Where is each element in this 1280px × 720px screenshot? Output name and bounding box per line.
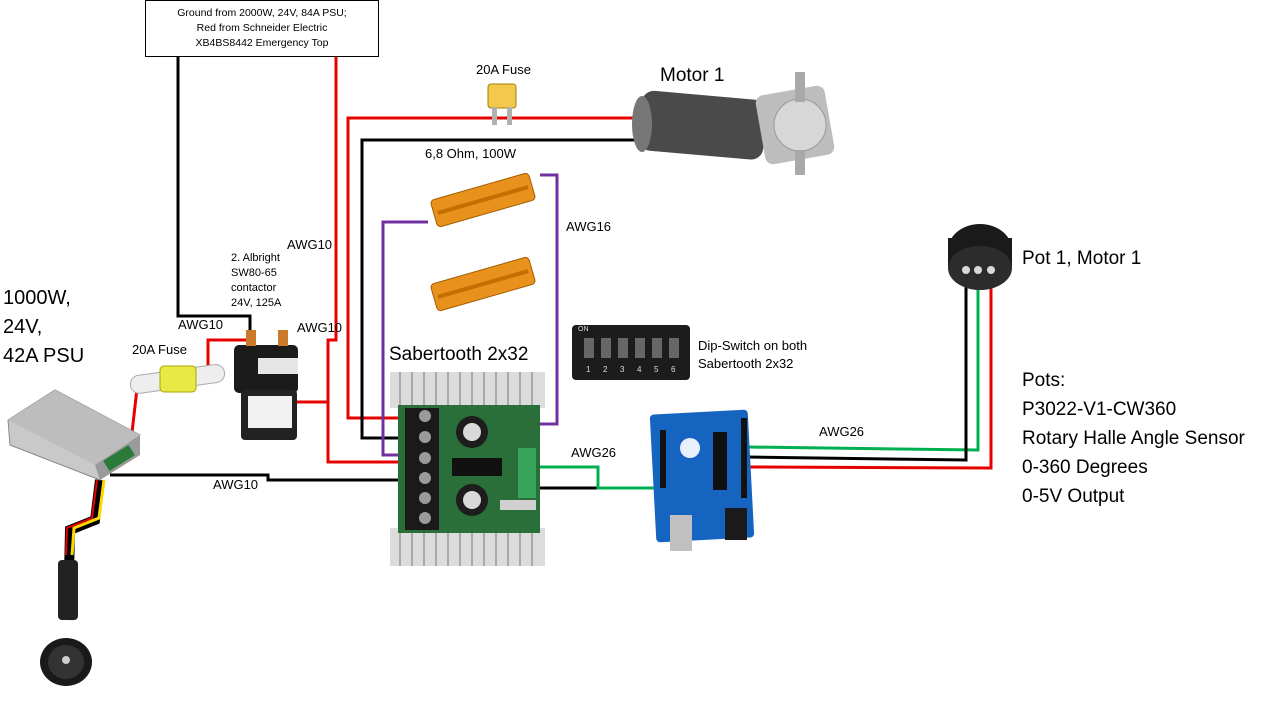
dip-line-2: Sabertooth 2x32 <box>698 356 794 371</box>
wire-purple-left <box>381 220 428 457</box>
psu-label: 1000W, 24V, 42A PSU <box>3 284 84 371</box>
wire-green-pot <box>747 272 980 452</box>
dip-num-2: 2 <box>603 365 608 374</box>
wire-black-pot <box>747 272 968 462</box>
contactor-line-1: 2. Albright <box>231 252 280 264</box>
psu-line-1: 1000W, <box>3 287 71 309</box>
wire-red-estop <box>326 57 405 464</box>
motor <box>632 72 835 175</box>
awg10-left-label: AWG10 <box>178 317 224 332</box>
contactor-label: 2. Albright SW80-65 contactor 24V, 125A <box>231 251 281 311</box>
dip-switch <box>572 325 690 380</box>
wire-black-psu <box>110 473 405 482</box>
awg26-right-label: AWG26 <box>819 424 865 439</box>
wire-red-pot <box>747 272 993 470</box>
awg10-right-label: AWG10 <box>297 320 343 335</box>
dip-num-3: 3 <box>620 365 625 374</box>
resistor-label: 6,8 Ohm, 100W <box>425 146 517 161</box>
awg10-contactor-top-label: AWG10 <box>287 237 333 252</box>
contactor <box>234 330 298 440</box>
note-box: Ground from 2000W, 24V, 84A PSU; Red fro… <box>145 0 379 57</box>
dip-num-1: 1 <box>586 365 591 374</box>
fuse-top-label: 20A Fuse <box>476 62 531 77</box>
sabertooth-board <box>390 372 545 566</box>
psu-line-3: 42A PSU <box>3 345 85 367</box>
contactor-line-4: 24V, 125A <box>231 297 282 309</box>
pots-line-3: Rotary Halle Angle Sensor <box>1022 428 1245 449</box>
fuse-left-label: 20A Fuse <box>132 342 187 357</box>
awg16-label: AWG16 <box>566 219 612 234</box>
awg10-bottom-label: AWG10 <box>213 477 259 492</box>
dip-switch-label: Dip-Switch on both Sabertooth 2x32 <box>698 337 807 373</box>
fuse-left <box>129 364 226 394</box>
pots-line-1: Pots: <box>1022 370 1066 391</box>
fuse-top <box>487 83 517 125</box>
sabertooth-label: Sabertooth 2x32 <box>389 344 529 365</box>
contactor-line-2: SW80-65 <box>231 267 277 279</box>
wire-green-arduino <box>535 465 655 490</box>
psu-line-2: 24V, <box>3 316 43 338</box>
pots-line-5: 0-5V Output <box>1022 486 1125 507</box>
dip-num-4: 4 <box>637 365 642 374</box>
pots-line-2: P3022-V1-CW360 <box>1022 399 1177 420</box>
contactor-line-3: contactor <box>231 282 277 294</box>
arduino-uno <box>649 409 755 551</box>
dip-on-label: ON <box>578 326 589 333</box>
note-line-1: Ground from 2000W, 24V, 84A PSU; <box>177 7 347 19</box>
dip-num-5: 5 <box>654 365 659 374</box>
mains-plug <box>40 560 92 686</box>
dip-line-1: Dip-Switch on both <box>698 338 808 353</box>
motor-label: Motor 1 <box>660 65 725 86</box>
pot-sensor <box>948 224 1012 290</box>
awg26-left-label: AWG26 <box>571 445 617 460</box>
dip-numbers: 1 2 3 4 5 6 <box>586 365 688 374</box>
resistor-top <box>430 172 536 228</box>
pot-label: Pot 1, Motor 1 <box>1022 248 1142 269</box>
note-line-2: Red from Schneider Electric <box>196 22 328 34</box>
psu-unit <box>7 389 141 481</box>
note-line-3: XB4BS8442 Emergency Top <box>195 37 329 49</box>
dip-num-6: 6 <box>671 365 676 374</box>
resistor-bottom <box>430 256 536 312</box>
pots-info: Pots: P3022-V1-CW360 Rotary Halle Angle … <box>1022 366 1245 511</box>
pots-line-4: 0-360 Degrees <box>1022 457 1148 478</box>
wire-purple-right <box>530 173 559 426</box>
